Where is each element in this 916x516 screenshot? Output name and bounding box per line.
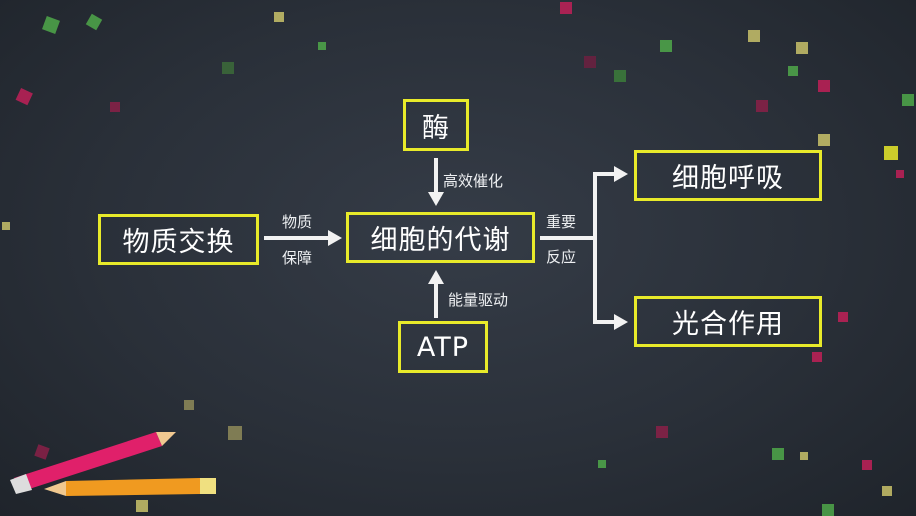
node-material-exchange: 物质交换 bbox=[98, 214, 259, 265]
arrows bbox=[264, 158, 628, 330]
pencil-orange bbox=[44, 478, 216, 496]
label-exchange-bottom: 保障 bbox=[282, 249, 313, 267]
node-photosynthesis: 光合作用 bbox=[634, 296, 822, 347]
label-enzyme-edge: 高效催化 bbox=[443, 172, 504, 190]
node-cell-respiration: 细胞呼吸 bbox=[634, 150, 822, 201]
label-atp-edge: 能量驱动 bbox=[448, 291, 509, 309]
label-exchange-top: 物质 bbox=[282, 213, 313, 231]
label-reaction-top: 重要 bbox=[546, 213, 577, 231]
node-atp: ATP bbox=[398, 321, 488, 373]
node-enzyme: 酶 bbox=[403, 99, 469, 151]
label-reaction-bottom: 反应 bbox=[546, 248, 577, 266]
node-cell-metabolism: 细胞的代谢 bbox=[346, 212, 535, 263]
pencil-pink bbox=[10, 432, 176, 494]
